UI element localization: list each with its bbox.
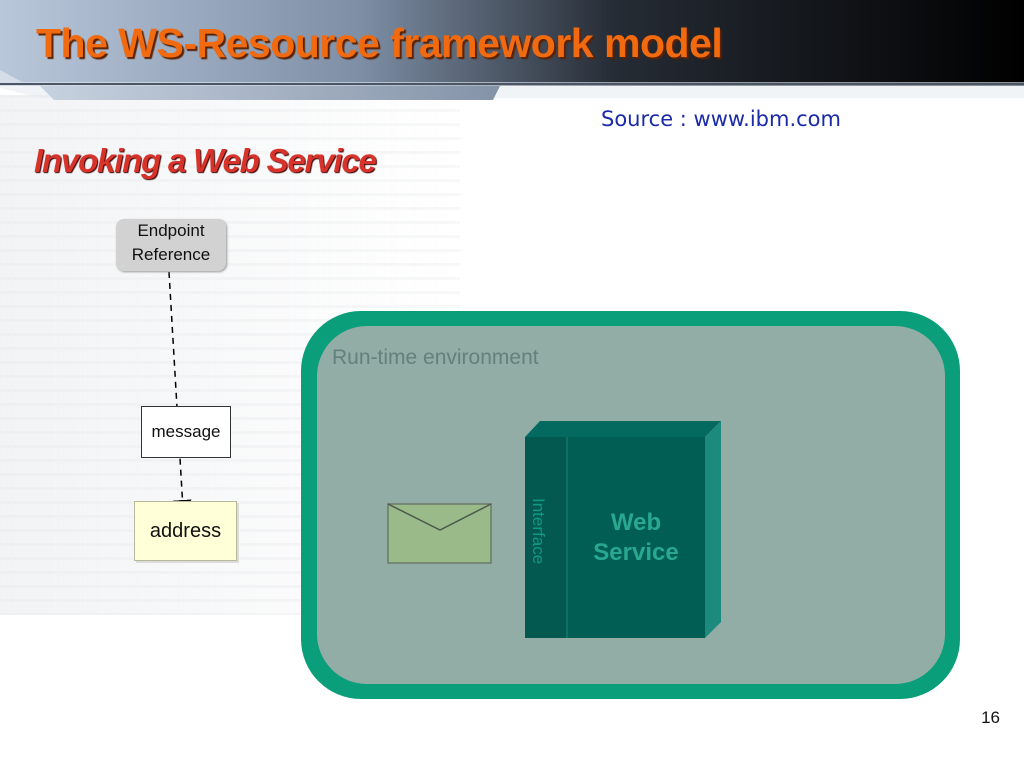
reference-arrow xyxy=(168,271,192,518)
slide-subtitle: Invoking a Web Service xyxy=(34,142,377,179)
title-banner xyxy=(0,0,1024,100)
web-service-line2: Service xyxy=(593,539,679,566)
source-link[interactable]: Source : www.ibm.com xyxy=(601,107,841,131)
runtime-environment-label: Run-time environment xyxy=(332,346,539,369)
endpoint-reference-line1: Endpoint xyxy=(137,221,205,240)
page-number: 16 xyxy=(981,708,1000,727)
interface-label: Interface xyxy=(529,498,548,565)
message-box: message xyxy=(141,406,231,458)
interface-panel xyxy=(525,437,567,638)
endpoint-reference-line2: Reference xyxy=(131,245,211,264)
slide-title: The WS-Resource framework model xyxy=(36,20,723,66)
web-service-line1: Web xyxy=(610,509,662,536)
web-service-label: Web Service xyxy=(567,508,705,568)
web-service-box-top xyxy=(525,421,721,437)
web-service-box-side xyxy=(705,421,721,638)
address-box: address xyxy=(134,501,237,561)
endpoint-reference-box: Endpoint Reference xyxy=(116,219,226,271)
envelope-icon xyxy=(387,503,492,564)
